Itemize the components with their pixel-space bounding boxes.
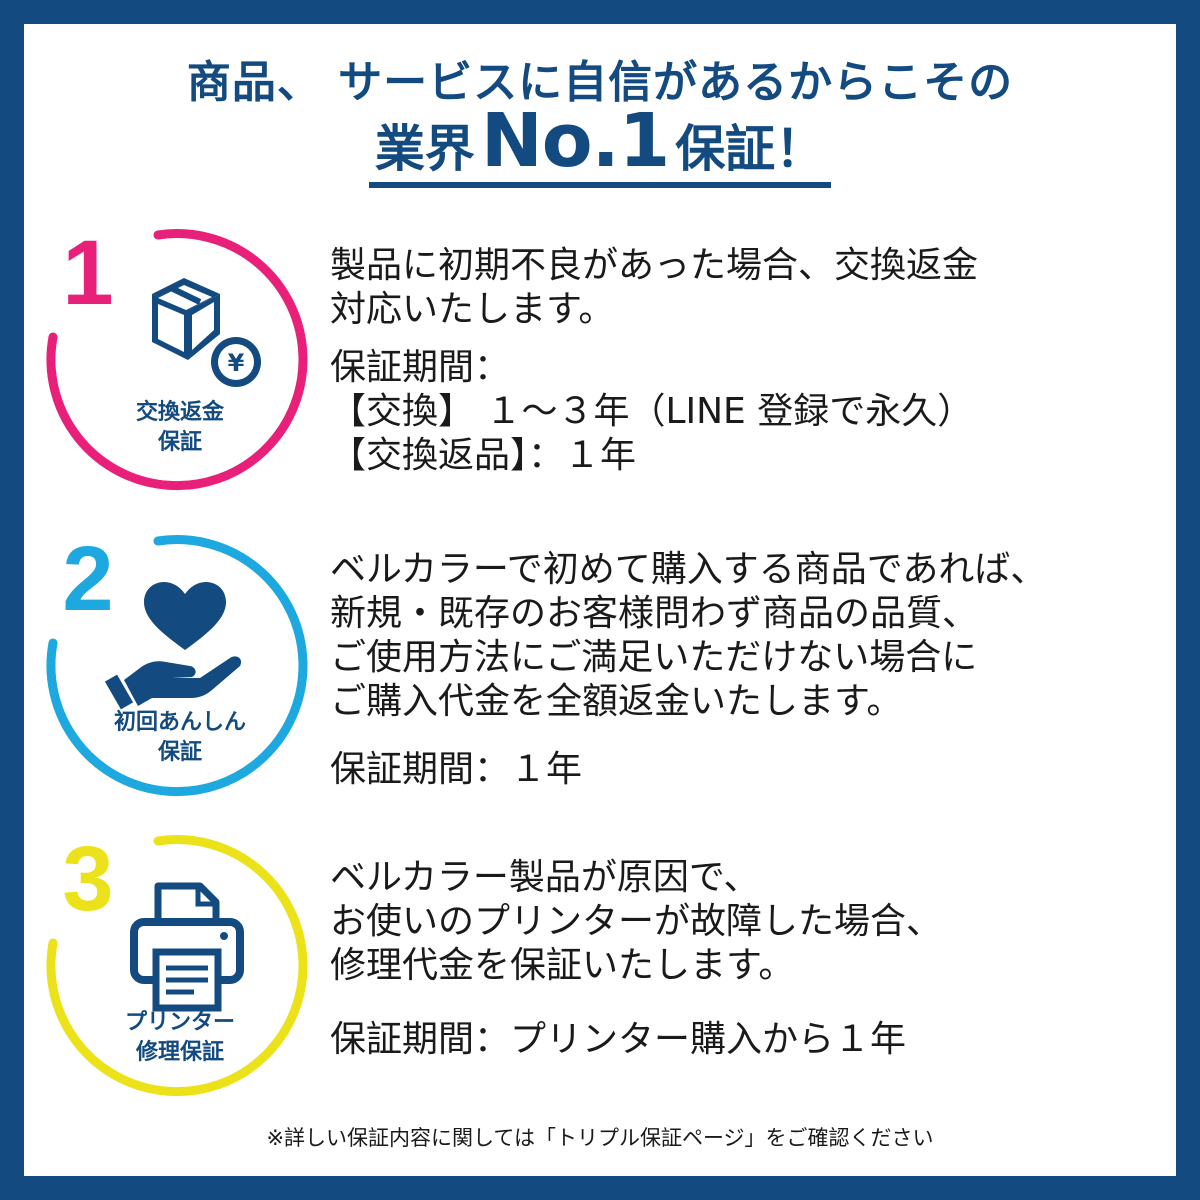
badge-ring-2: 2 [46,528,308,797]
headline-prefix: 業界 [374,120,475,178]
badge-ring-3: 3 [46,828,308,1097]
printer-icon [130,882,244,1012]
heart-in-hand-icon [104,582,242,710]
warranty-period: 保証期間：１年 [330,748,1170,792]
desc-line: ベルカラーで初めて購入する商品であれば、 [330,549,1047,590]
description: 製品に初期不良があった場合、交換返金 対応いたします。 [330,244,1170,332]
period-line: 保証期間：１年 [330,749,583,790]
badge-label-line1: 交換返金 [135,400,224,425]
badge-number-1: 1 [62,222,113,324]
headline: 商品、 サービスに自信があるからこその [186,57,1014,108]
guarantee-section-3: 3 プリンター 修理保証 ベルカラー製品が原因で、 お使いのプリンターが故障した… [0,828,1200,1128]
badge-label-1: 交換返金 保証 [80,398,280,458]
badge-3: 3 プリンター 修理保証 [40,828,320,1108]
badge-number-2: 2 [62,528,113,630]
badge-2: 2 初回あんしん 保証 [40,528,320,808]
badge-label-line1: 初回あんしん [113,710,246,735]
period-line: 【交換返品】：１年 [330,435,637,476]
desc-line: お使いのプリンターが故障した場合、 [330,901,943,942]
badge-ring-1: 1 ¥ [46,222,308,491]
footnote: ※詳しい保証内容に関しては「トリプル保証ページ」をご確認ください [266,1126,934,1150]
warranty-period: 保証期間：プリンター購入から１年 [330,1018,1170,1062]
desc-line: 修理代金を保証いたします。 [330,945,795,986]
desc-line: ベルカラー製品が原因で、 [330,857,760,898]
desc-line: 対応いたします。 [330,289,615,330]
badge-label-line2: 保証 [157,740,202,765]
desc-line: ご購入代金を全額返金いたします。 [330,681,903,722]
period-line: 【交換】 １～３年（LINE 登録で永久） [330,391,974,432]
desc-line: 製品に初期不良があった場合、交換返金 [330,245,979,286]
badge-label-line2: 保証 [157,430,202,455]
headline-suffix: 保証！ [675,120,826,178]
desc-line: 新規・既存のお客様問わず商品の品質、 [330,593,979,634]
guarantee-section-1: 1 ¥ 交換返金 保証 製品に初期不良があった場合、交換返金 対応いたします [0,222,1200,522]
headline-no1-text: No.1 [480,98,670,184]
section-text-2: ベルカラーで初めて購入する商品であれば、 新規・既存のお客様問わず商品の品質、 … [330,548,1170,792]
badge-number-3: 3 [62,828,113,930]
warranty-period: 保証期間： 【交換】 １～３年（LINE 登録で永久） 【交換返品】：１年 [330,346,1170,478]
description: ベルカラー製品が原因で、 お使いのプリンターが故障した場合、 修理代金を保証いた… [330,856,1170,988]
badge-label-2: 初回あんしん 保証 [80,708,280,768]
section-text-1: 製品に初期不良があった場合、交換返金 対応いたします。 保証期間： 【交換】 １… [330,244,1170,478]
badge-label-line2: 修理保証 [135,1040,224,1065]
period-line: 保証期間：プリンター購入から１年 [330,1019,907,1060]
description: ベルカラーで初めて購入する商品であれば、 新規・既存のお客様問わず商品の品質、 … [330,548,1170,724]
badge-label-3: プリンター 修理保証 [80,1008,280,1068]
guarantee-section-2: 2 初回あんしん 保証 ベルカラーで初めて購入する商品であれば、 新規・既存のお… [0,528,1200,828]
badge-1: 1 ¥ 交換返金 保証 [40,222,320,502]
badge-label-line1: プリンター [124,1010,235,1035]
section-text-3: ベルカラー製品が原因で、 お使いのプリンターが故障した場合、 修理代金を保証いた… [330,856,1170,1062]
desc-line: ご使用方法にご満足いただけない場合に [330,637,978,678]
coin-symbol: ¥ [228,349,245,377]
box-with-yen-coin-icon: ¥ [152,278,266,392]
period-line: 保証期間： [330,347,511,388]
